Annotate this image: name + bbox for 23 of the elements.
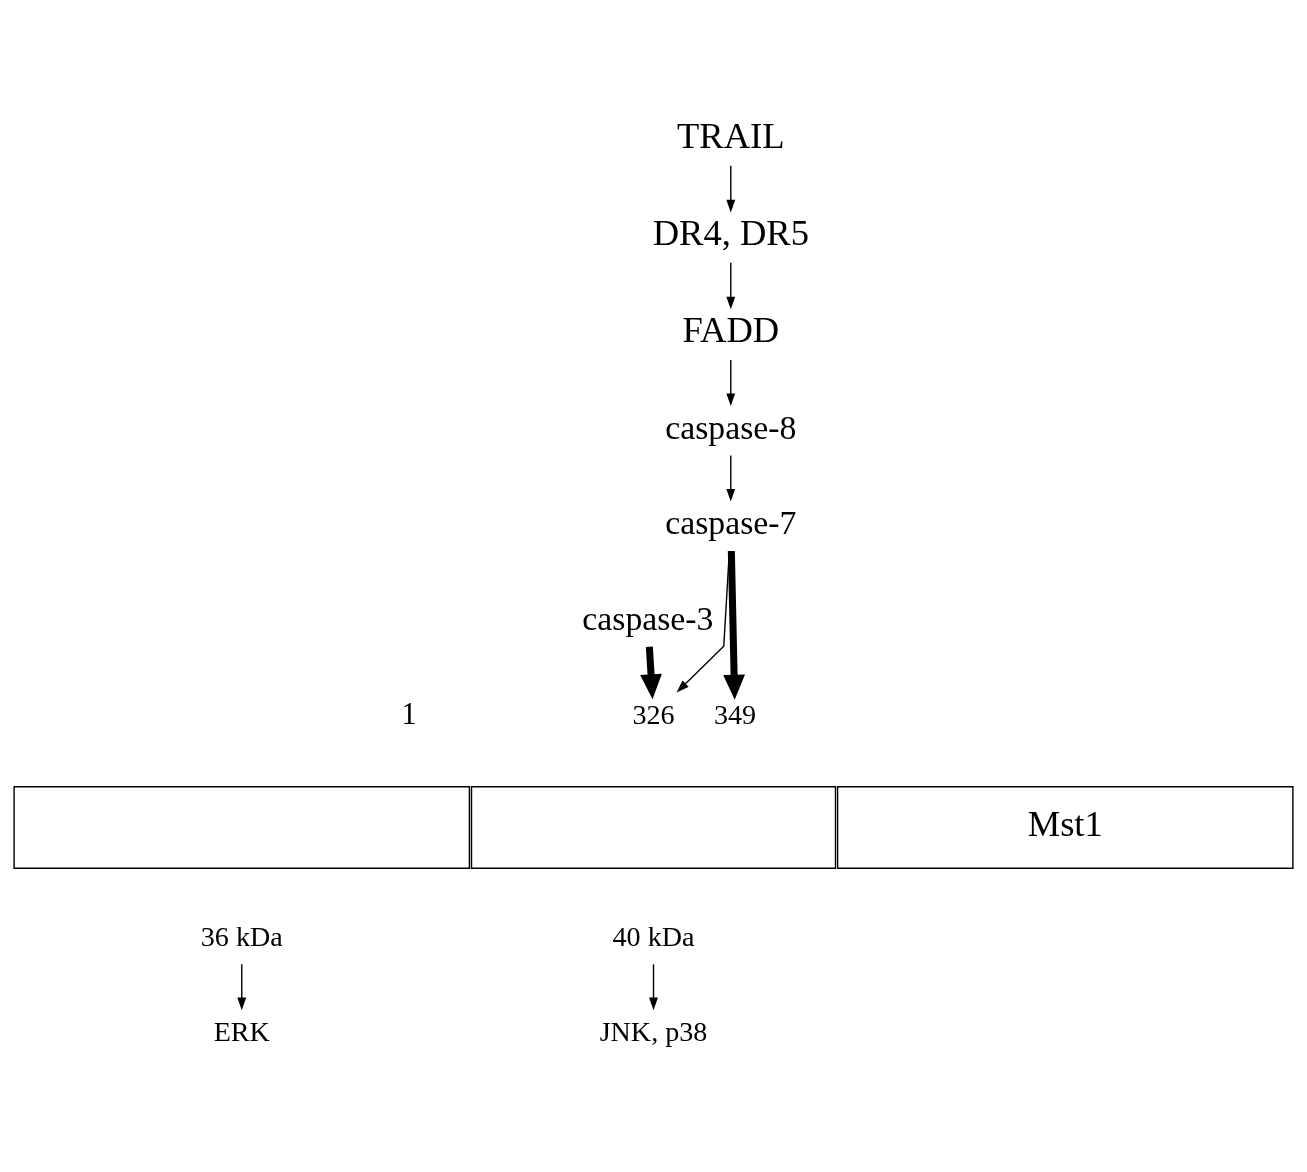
- node-text: FADD: [682, 308, 780, 350]
- node-text: 36 kDa: [200, 920, 283, 952]
- arrow: [649, 963, 658, 1010]
- node-text: 40 kDa: [612, 920, 695, 952]
- node-text: TRAIL: [677, 114, 785, 156]
- node-box: [470, 785, 837, 869]
- node-text: caspase-3: [582, 599, 714, 637]
- node-text: DR4, DR5: [652, 211, 809, 253]
- arrow: [726, 358, 736, 406]
- node-text: 349: [713, 698, 757, 730]
- label: 1: [401, 695, 417, 731]
- node-box: [13, 785, 471, 869]
- arrow: [640, 645, 662, 699]
- arrow: [726, 454, 736, 502]
- node-text: 326: [632, 698, 675, 730]
- node-box: Mst1: [836, 785, 1294, 869]
- arrow: [726, 164, 736, 212]
- arrow: [726, 261, 736, 309]
- node-text: ERK: [213, 1015, 270, 1047]
- node-text: caspase-7: [665, 503, 797, 541]
- node-text: caspase-8: [665, 408, 797, 446]
- arrow: [237, 963, 247, 1010]
- node-text: JNK, p38: [599, 1015, 708, 1047]
